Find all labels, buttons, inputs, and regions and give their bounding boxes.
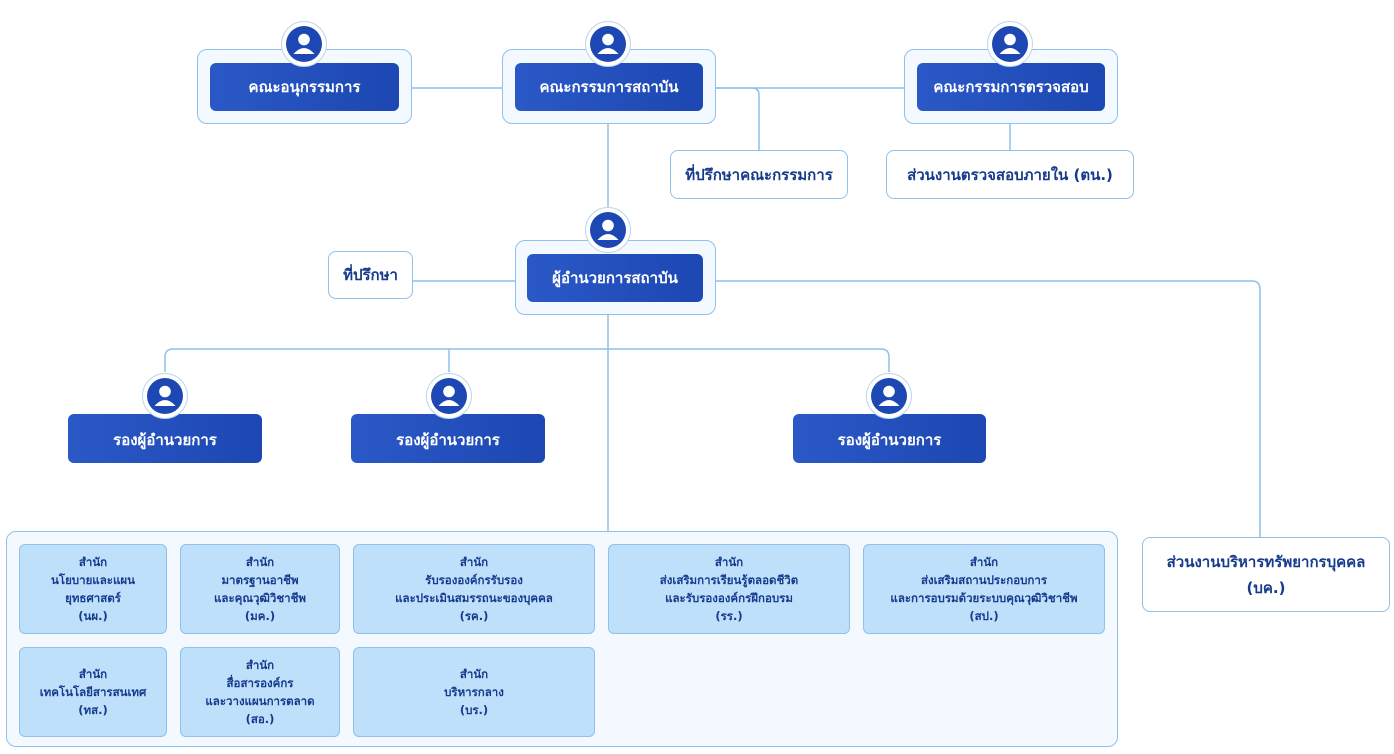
office-line: และรับรององค์กรฝึกอบรม — [665, 591, 793, 605]
office-line: มาตรฐานอาชีพ — [221, 573, 299, 587]
office-line: รับรององค์กรรับรอง — [425, 573, 523, 587]
office-line: สำนัก — [245, 555, 275, 569]
office-central-administration[interactable]: สำนัก บริหารกลาง (บร.) — [353, 647, 595, 737]
office-line: บริหารกลาง — [444, 685, 504, 699]
office-line: สำนัก — [459, 555, 489, 569]
office-line: ยุทธศาสตร์ — [65, 591, 121, 605]
office-line: สำนัก — [969, 555, 999, 569]
office-policy-planning[interactable]: สำนัก นโยบายและแผน ยุทธศาสตร์ (นผ.) — [19, 544, 167, 634]
board-advisor-box[interactable]: ที่ปรึกษาคณะกรรมการ — [670, 150, 848, 199]
subcommittee-avatar — [281, 21, 327, 67]
office-line: และประเมินสมรรถนะของบุคคล — [395, 591, 553, 605]
office-corporate-communication[interactable]: สำนัก สื่อสารองค์กร และวางแผนการตลาด (สอ… — [180, 647, 340, 737]
office-line: สื่อสารองค์กร — [226, 676, 294, 690]
office-line: (สอ.) — [245, 712, 275, 726]
user-icon — [590, 212, 626, 248]
audit-committee-label[interactable]: คณะกรรมการตรวจสอบ — [917, 63, 1105, 111]
user-icon — [992, 26, 1028, 62]
office-line: สำนัก — [78, 555, 108, 569]
institute-board-avatar — [585, 21, 631, 67]
office-line: สำนัก — [78, 667, 108, 681]
office-enterprise-promotion[interactable]: สำนัก ส่งเสริมสถานประกอบการ และการอบรมด้… — [863, 544, 1105, 634]
hr-division-abbr: (บค.) — [1246, 578, 1286, 597]
office-line: และการอบรมด้วยระบบคุณวุฒิวิชาชีพ — [890, 591, 1078, 605]
deputy-director-2[interactable]: รองผู้อำนวยการ — [351, 414, 545, 463]
user-icon — [147, 378, 183, 414]
office-line: (รค.) — [459, 609, 489, 623]
subcommittee-label[interactable]: คณะอนุกรรมการ — [210, 63, 399, 111]
institute-board-label[interactable]: คณะกรรมการสถาบัน — [515, 63, 703, 111]
hr-division-box[interactable]: ส่วนงานบริหารทรัพยากรบุคคล (บค.) — [1142, 537, 1390, 612]
office-line: (มค.) — [244, 609, 276, 623]
user-icon — [431, 378, 467, 414]
office-lifelong-learning[interactable]: สำนัก ส่งเสริมการเรียนรู้ตลอดชีวิต และรั… — [608, 544, 850, 634]
deputy-avatar-2 — [426, 373, 472, 419]
internal-audit-box[interactable]: ส่วนงานตรวจสอบภายใน (ตน.) — [886, 150, 1134, 199]
office-line: เทคโนโลยีสารสนเทศ — [39, 685, 147, 699]
office-line: ส่งเสริมสถานประกอบการ — [920, 573, 1048, 587]
office-information-technology[interactable]: สำนัก เทคโนโลยีสารสนเทศ (ทส.) — [19, 647, 167, 737]
user-icon — [286, 26, 322, 62]
office-line: และวางแผนการตลาด — [205, 694, 315, 708]
office-line: (สป.) — [969, 609, 999, 623]
office-line: นโยบายและแผน — [51, 573, 135, 587]
audit-committee-avatar — [987, 21, 1033, 67]
hr-division-name: ส่วนงานบริหารทรัพยากรบุคคล — [1166, 552, 1366, 571]
office-line: ส่งเสริมการเรียนรู้ตลอดชีวิต — [659, 573, 799, 587]
office-occupational-standards[interactable]: สำนัก มาตรฐานอาชีพ และคุณวุฒิวิชาชีพ (มค… — [180, 544, 340, 634]
office-line: สำนัก — [714, 555, 744, 569]
user-icon — [871, 378, 907, 414]
office-certification-body-accreditation[interactable]: สำนัก รับรององค์กรรับรอง และประเมินสมรรถ… — [353, 544, 595, 634]
office-line: สำนัก — [245, 658, 275, 672]
office-line: สำนัก — [459, 667, 489, 681]
office-line: (บร.) — [459, 703, 489, 717]
deputy-director-1[interactable]: รองผู้อำนวยการ — [68, 414, 262, 463]
office-line: (นผ.) — [78, 609, 108, 623]
office-line: (ทส.) — [78, 703, 108, 717]
deputy-director-3[interactable]: รองผู้อำนวยการ — [793, 414, 986, 463]
director-label[interactable]: ผู้อำนวยการสถาบัน — [527, 254, 703, 302]
office-line: (รร.) — [715, 609, 743, 623]
advisor-box[interactable]: ที่ปรึกษา — [328, 251, 413, 299]
deputy-avatar-3 — [866, 373, 912, 419]
deputy-avatar-1 — [142, 373, 188, 419]
director-avatar — [585, 207, 631, 253]
user-icon — [590, 26, 626, 62]
office-line: และคุณวุฒิวิชาชีพ — [214, 591, 306, 605]
